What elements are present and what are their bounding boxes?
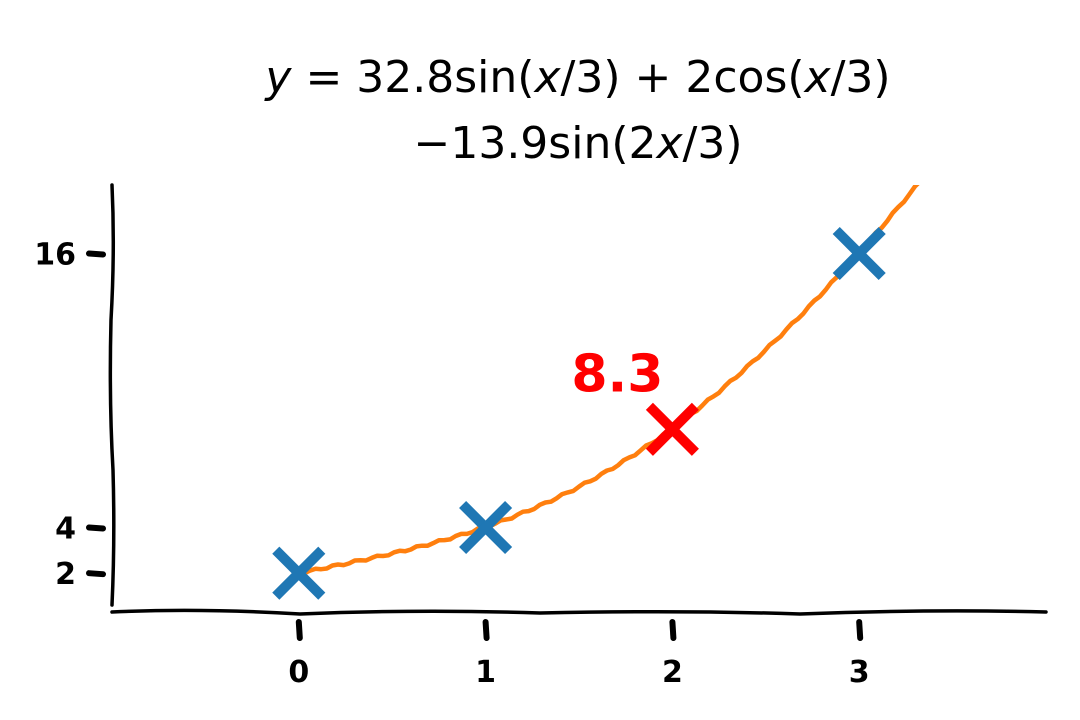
- y-axis-spine: [108, 183, 116, 607]
- y-tick-label: 2: [55, 557, 76, 592]
- data-point-stroke: [832, 226, 886, 281]
- annotation-label: 8.3: [571, 344, 663, 404]
- x-axis-spine: [110, 608, 1048, 616]
- x-tick-label: 1: [475, 655, 496, 690]
- chart-title-line-1: y = 32.8sin(x/3) + 2cos(x/3): [263, 52, 890, 103]
- x-tick: [482, 619, 490, 641]
- data-point-stroke: [645, 402, 699, 456]
- data-point: [832, 226, 886, 281]
- data-point: [645, 402, 699, 456]
- y-tick: [86, 250, 106, 258]
- x-tick: [669, 619, 677, 641]
- data-point-stroke: [459, 500, 513, 555]
- data-point-stroke: [272, 546, 326, 600]
- y-tick: [86, 570, 106, 578]
- x-tick: [856, 619, 864, 641]
- x-tick-label: 3: [849, 655, 870, 690]
- data-point: [272, 546, 326, 600]
- x-tick-label: 2: [662, 655, 683, 690]
- y-tick-label: 4: [55, 512, 76, 547]
- chart-title-line-2: −13.9sin(2x/3): [413, 118, 742, 169]
- x-tick: [295, 619, 303, 641]
- y-tick-label: 16: [34, 238, 76, 273]
- chart-marks: 0 1 2 3 2 4 16 8.3: [34, 185, 920, 690]
- data-point: [459, 500, 513, 555]
- x-tick-label: 0: [288, 655, 309, 690]
- y-tick: [86, 524, 106, 532]
